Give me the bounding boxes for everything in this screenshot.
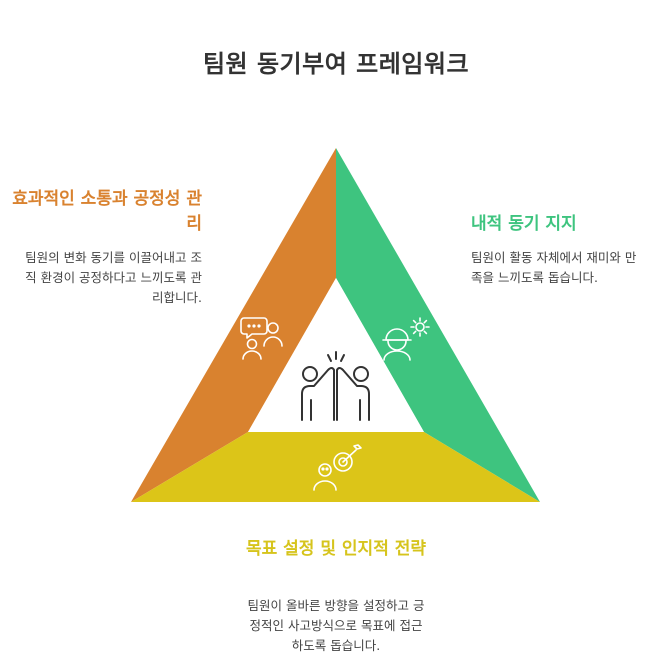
worker-gear-icon bbox=[382, 317, 430, 361]
bottom-segment-description: 팀원이 올바른 방향을 설정하고 긍정적인 사고방식으로 목표에 접근하도록 돕… bbox=[247, 598, 425, 653]
right-segment-description: 팀원이 활동 자체에서 재미와 만족을 느끼도록 돕습니다. bbox=[471, 250, 637, 285]
page-title: 팀원 동기부여 프레임워크 bbox=[202, 50, 470, 78]
left-segment-heading: 효과적인 소통과 공정성 관리 bbox=[12, 189, 202, 234]
segment-right bbox=[336, 148, 540, 502]
high-five-icon bbox=[301, 351, 370, 421]
segment-left bbox=[131, 148, 336, 502]
person-target-icon bbox=[313, 444, 362, 491]
bottom-segment-heading: 목표 설정 및 인지적 전략 bbox=[245, 539, 427, 559]
left-segment-description: 팀원의 변화 동기를 이끌어내고 조직 환경이 공정하다고 느끼도록 관리합니다… bbox=[25, 250, 202, 305]
right-segment-heading: 내적 동기 지지 bbox=[471, 214, 577, 234]
communication-people-icon bbox=[240, 317, 283, 360]
